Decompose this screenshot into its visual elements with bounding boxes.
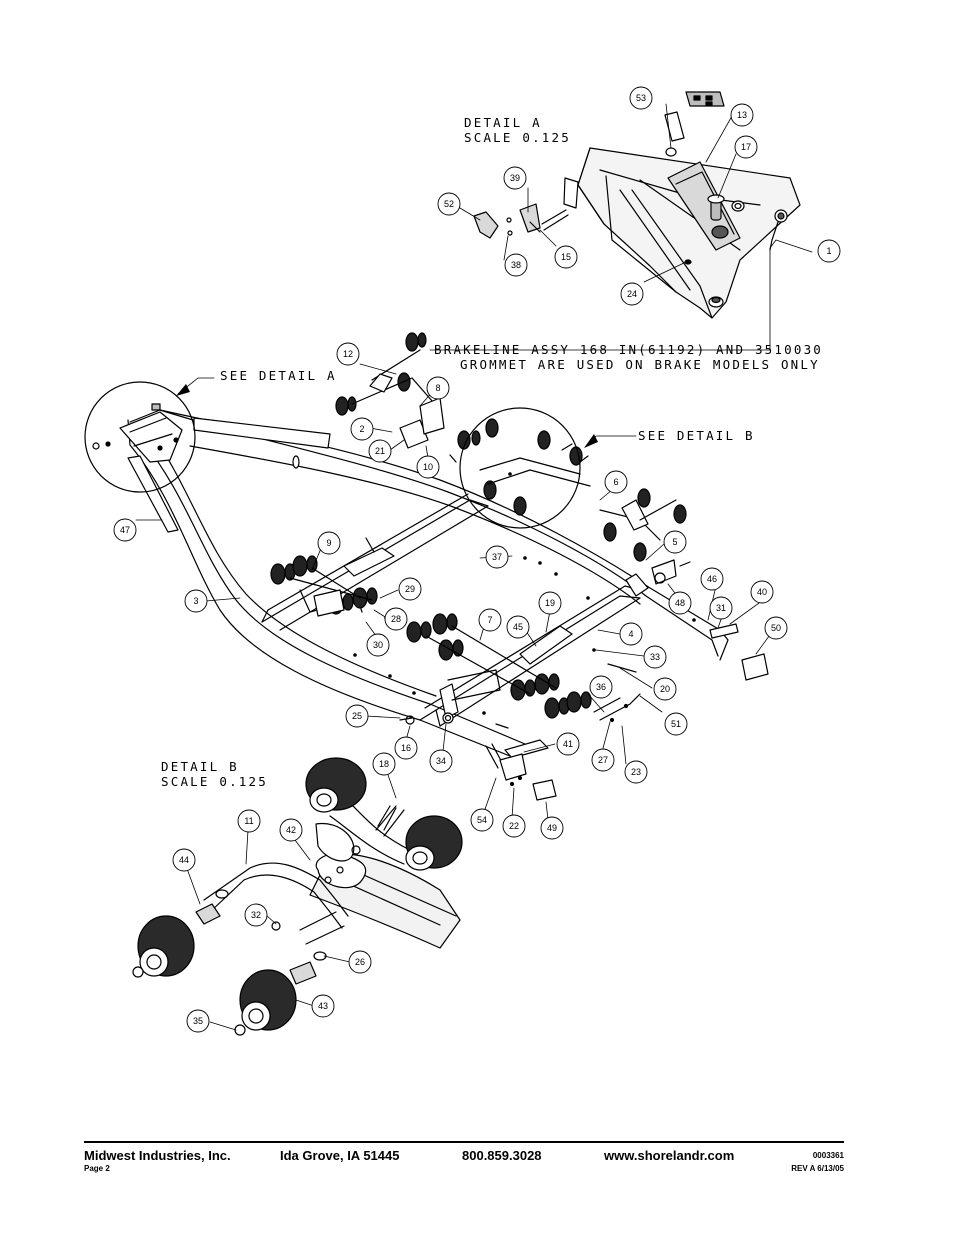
callout-38: 38 xyxy=(511,260,521,270)
detail-b-scale: SCALE 0.125 xyxy=(161,774,268,789)
callout-28: 28 xyxy=(391,614,401,624)
see-detail-a-note: SEE DETAIL A xyxy=(220,368,337,383)
callout-20: 20 xyxy=(660,684,670,694)
callout-41: 41 xyxy=(563,739,573,749)
callout-26: 26 xyxy=(355,957,365,967)
detail-b-title: DETAIL B xyxy=(161,759,239,774)
callout-labels: 1 2 3 4 5 6 7 8 9 10 11 12 13 15 16 17 1… xyxy=(120,93,832,1026)
footer-phone: 800.859.3028 xyxy=(462,1148,542,1163)
footer-doc-number: 0003361 xyxy=(812,1151,844,1160)
callout-50: 50 xyxy=(771,623,781,633)
see-detail-b-note: SEE DETAIL B xyxy=(638,428,755,443)
callout-54: 54 xyxy=(477,815,487,825)
callout-22: 22 xyxy=(509,821,519,831)
footer-company: Midwest Industries, Inc. xyxy=(84,1148,231,1163)
callout-10: 10 xyxy=(423,462,433,472)
callout-bubbles xyxy=(113,86,841,1033)
roller-assemblies xyxy=(270,332,687,719)
callout-18: 18 xyxy=(379,759,389,769)
callout-27: 27 xyxy=(598,755,608,765)
callout-17: 17 xyxy=(741,142,751,152)
callout-49: 49 xyxy=(547,823,557,833)
callout-32: 32 xyxy=(251,910,261,920)
callout-53: 53 xyxy=(636,93,646,103)
callout-39: 39 xyxy=(510,173,520,183)
callout-31: 31 xyxy=(716,603,726,613)
detail-a-scale: SCALE 0.125 xyxy=(464,130,571,145)
callout-23: 23 xyxy=(631,767,641,777)
callout-4: 4 xyxy=(628,629,633,639)
callout-3: 3 xyxy=(193,596,198,606)
detail-a-assembly xyxy=(473,91,801,319)
callout-2: 2 xyxy=(359,424,364,434)
callout-1: 1 xyxy=(826,246,831,256)
footer-revision: REV A 6/13/05 xyxy=(791,1164,844,1173)
detail-b-assembly xyxy=(132,757,463,1036)
callout-40: 40 xyxy=(757,587,767,597)
callout-37: 37 xyxy=(492,552,502,562)
callout-24: 24 xyxy=(627,289,637,299)
brakeline-note-line1: BRAKELINE ASSY 168 IN(61192) AND 3510030 xyxy=(434,342,823,357)
callout-8: 8 xyxy=(435,383,440,393)
callout-21: 21 xyxy=(375,446,385,456)
callout-52: 52 xyxy=(444,199,454,209)
callout-43: 43 xyxy=(318,1001,328,1011)
brakeline-note-line2: GROMMET ARE USED ON BRAKE MODELS ONLY xyxy=(460,357,820,372)
footer-divider xyxy=(84,1141,844,1143)
leader-lines xyxy=(135,103,813,1031)
callout-48: 48 xyxy=(675,598,685,608)
detail-a-reference-circle xyxy=(84,381,196,493)
detail-a-title: DETAIL A xyxy=(464,115,542,130)
callout-34: 34 xyxy=(436,756,446,766)
callout-46: 46 xyxy=(707,574,717,584)
callout-33: 33 xyxy=(650,652,660,662)
callout-35: 35 xyxy=(193,1016,203,1026)
callout-9: 9 xyxy=(326,538,331,548)
callout-13: 13 xyxy=(737,110,747,120)
callout-16: 16 xyxy=(401,743,411,753)
callout-42: 42 xyxy=(286,825,296,835)
detail-arrows xyxy=(176,384,598,448)
callout-29: 29 xyxy=(405,584,415,594)
callout-36: 36 xyxy=(596,682,606,692)
callout-15: 15 xyxy=(561,252,571,262)
callout-19: 19 xyxy=(545,598,555,608)
callout-47: 47 xyxy=(120,525,130,535)
callout-6: 6 xyxy=(613,477,618,487)
trailer-frame xyxy=(127,409,769,801)
footer-website: www.shorelandr.com xyxy=(604,1148,735,1163)
detail-a-inset-contents xyxy=(92,403,183,463)
callout-7: 7 xyxy=(487,615,492,625)
callout-44: 44 xyxy=(179,855,189,865)
footer-page-number: Page 2 xyxy=(84,1164,110,1173)
callout-51: 51 xyxy=(671,719,681,729)
callout-25: 25 xyxy=(352,711,362,721)
footer-city: Ida Grove, IA 51445 xyxy=(280,1148,400,1163)
callout-12: 12 xyxy=(343,349,353,359)
callout-11: 11 xyxy=(244,816,253,826)
callout-5: 5 xyxy=(672,537,677,547)
detail-b-reference-circle xyxy=(459,407,581,529)
callout-30: 30 xyxy=(373,640,383,650)
callout-45: 45 xyxy=(513,622,523,632)
